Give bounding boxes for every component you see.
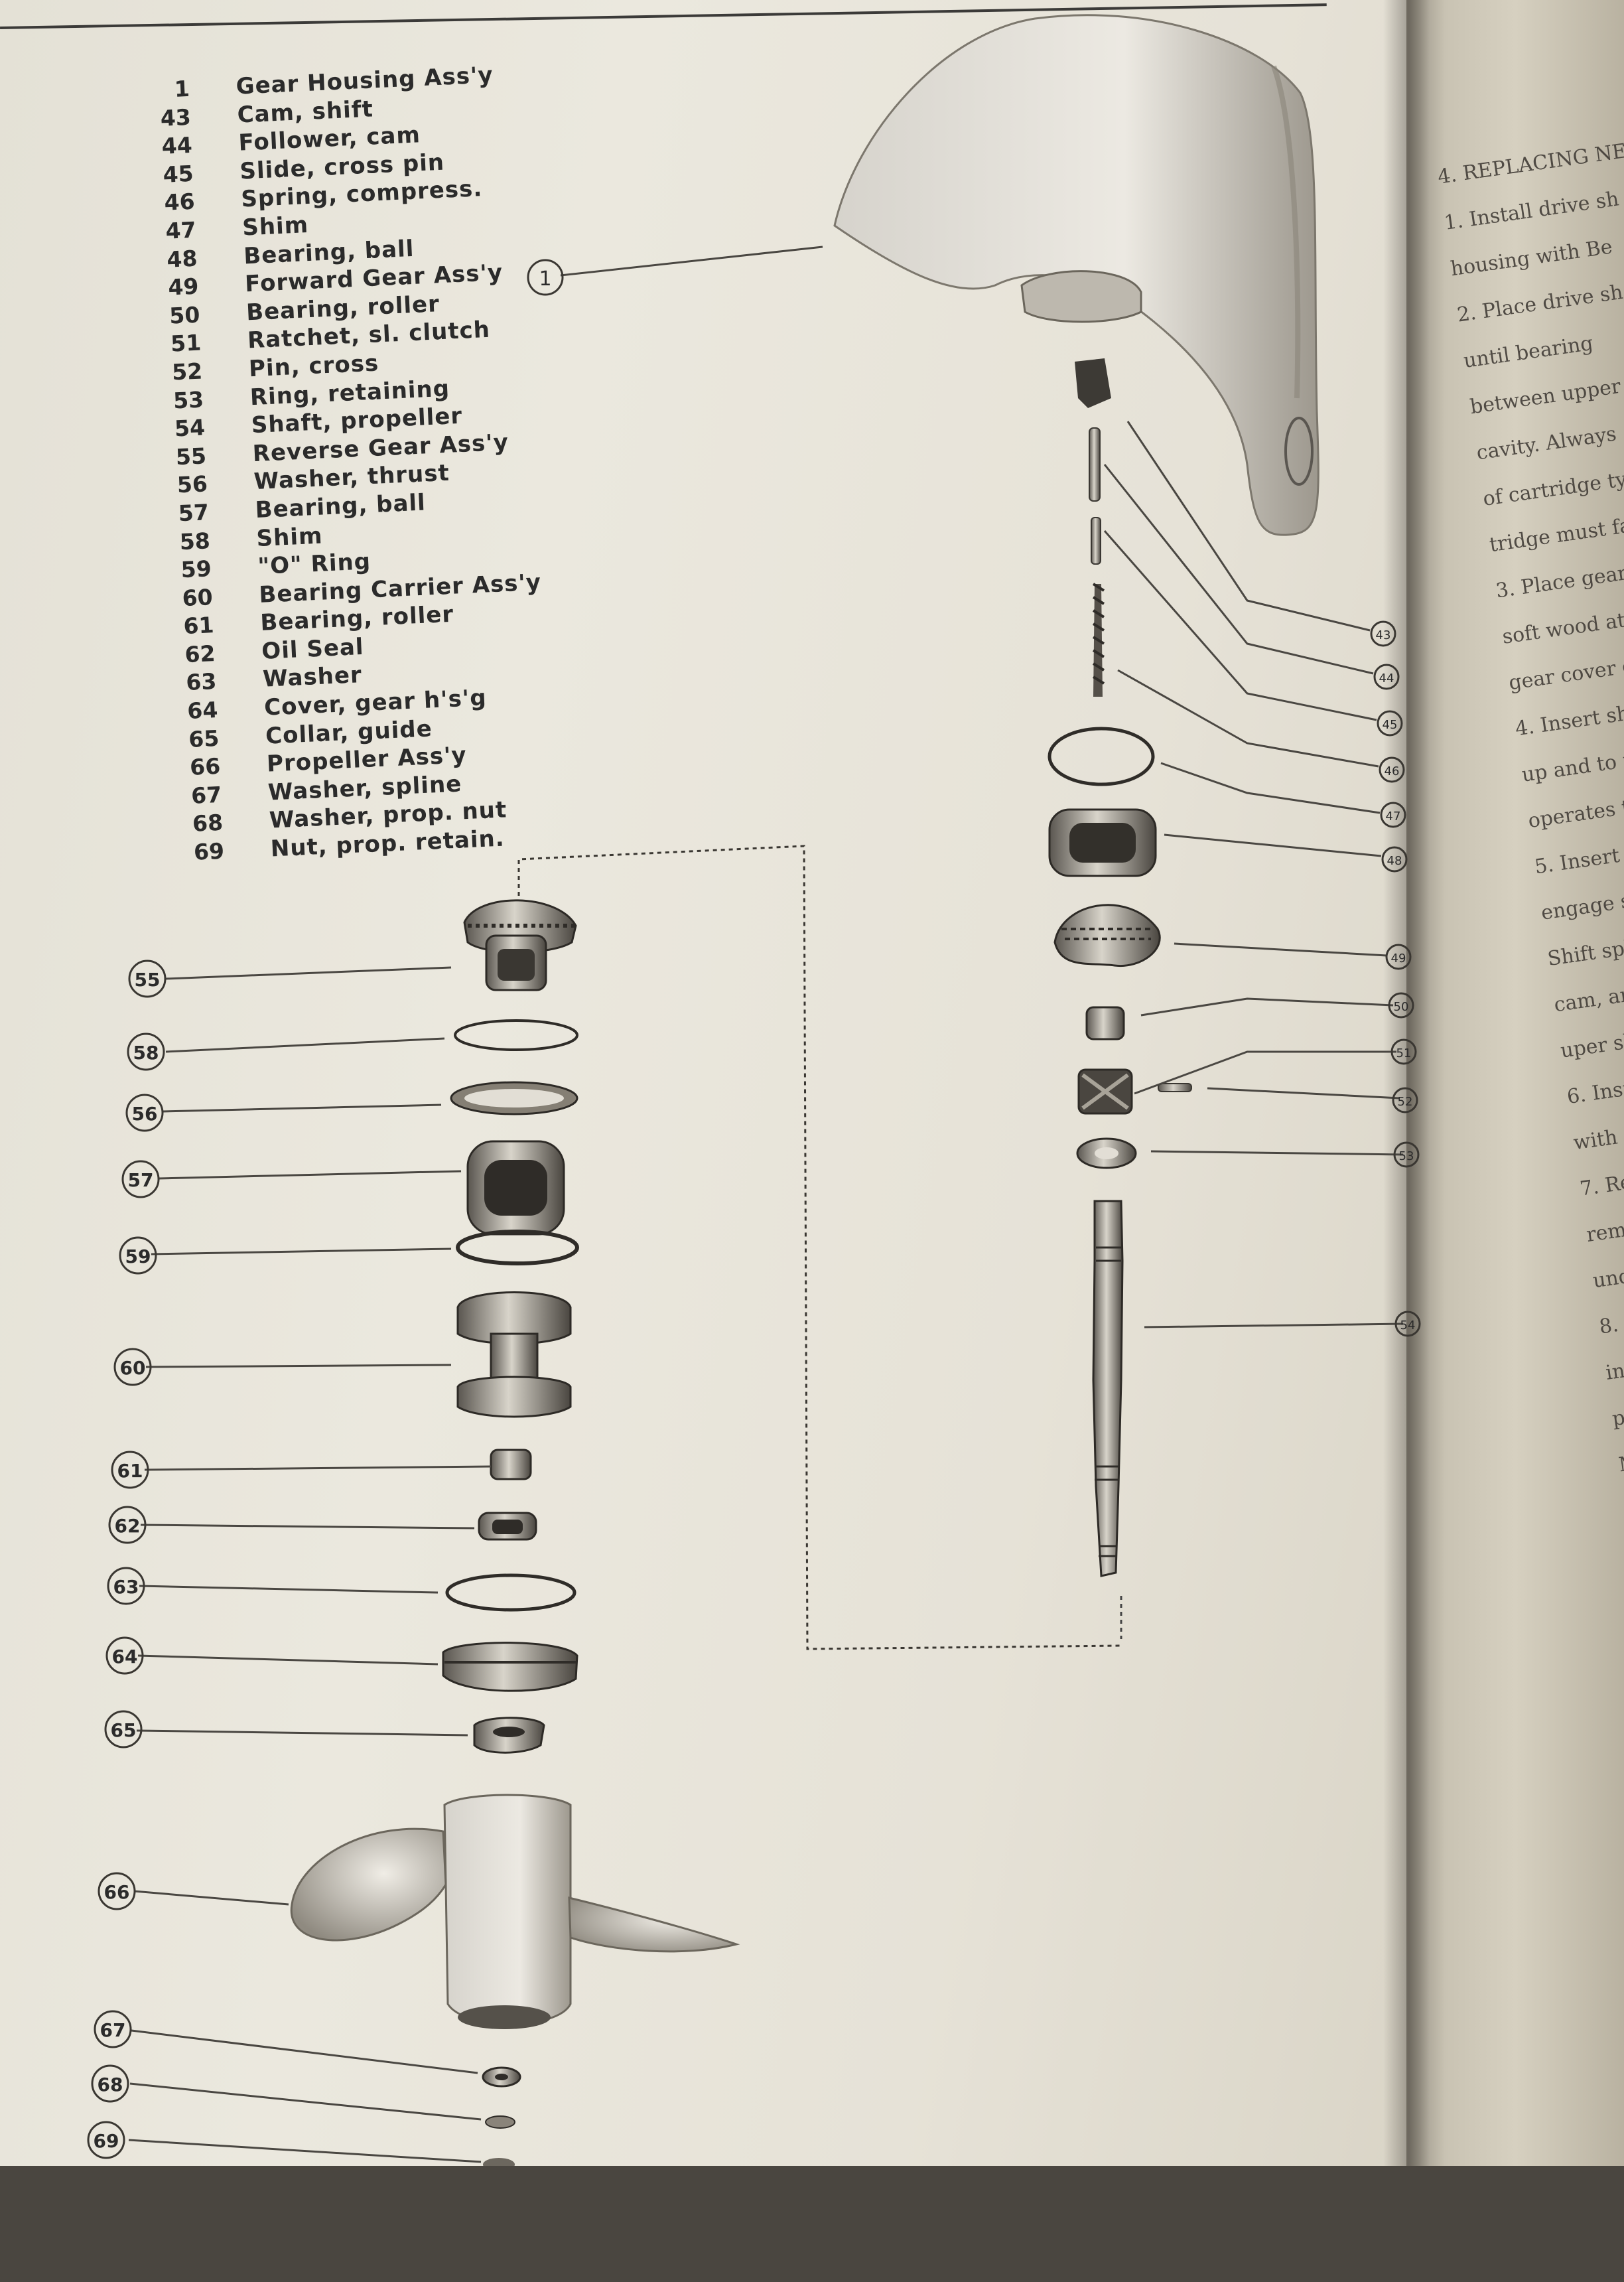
callout-61: 61: [112, 1452, 148, 1488]
assembly-path-bracket: [519, 846, 1121, 1649]
svg-text:44: 44: [1379, 672, 1394, 685]
svg-text:53: 53: [1399, 1149, 1414, 1163]
callout-69: 69: [88, 2122, 124, 2158]
svg-text:52: 52: [1398, 1095, 1413, 1109]
callout-46: 46: [1380, 758, 1404, 782]
gear-housing-part: [835, 15, 1318, 535]
prop-hardware: [483, 2068, 520, 2166]
svg-text:57: 57: [128, 1169, 154, 1191]
svg-text:55: 55: [135, 969, 161, 991]
svg-text:62: 62: [115, 1515, 141, 1537]
svg-text:61: 61: [117, 1460, 143, 1482]
callout-64: 64: [107, 1638, 143, 1674]
callout-43: 43: [1371, 622, 1395, 646]
callout-62: 62: [109, 1507, 145, 1543]
callout-65: 65: [105, 1711, 141, 1747]
svg-text:47: 47: [1386, 810, 1401, 823]
callout-58: 58: [128, 1034, 164, 1070]
svg-text:56: 56: [132, 1103, 158, 1125]
svg-text:68: 68: [98, 2074, 123, 2096]
callouts: 1 43 44 45 46 47 48 49 50 51 52 53 54 55…: [88, 260, 1420, 2158]
exploded-parts-diagram: 1 43 44 45 46 47 48 49 50 51 52 53 54 55…: [0, 0, 1624, 2166]
callout-68: 68: [92, 2066, 128, 2102]
callout-63: 63: [108, 1568, 144, 1604]
svg-text:67: 67: [100, 2019, 126, 2041]
svg-text:48: 48: [1387, 854, 1402, 868]
svg-text:69: 69: [94, 2130, 119, 2152]
callout-45: 45: [1378, 711, 1402, 735]
svg-text:59: 59: [125, 1246, 151, 1267]
callout-52: 52: [1393, 1088, 1417, 1112]
svg-text:58: 58: [133, 1042, 159, 1064]
svg-text:43: 43: [1376, 628, 1391, 642]
callout-60: 60: [115, 1349, 151, 1385]
svg-text:66: 66: [104, 1881, 130, 1903]
callout-55: 55: [129, 961, 165, 997]
propeller-part: [291, 1795, 736, 2029]
svg-text:60: 60: [120, 1357, 146, 1379]
svg-text:50: 50: [1394, 1000, 1409, 1014]
callout-57: 57: [123, 1161, 159, 1197]
svg-text:1: 1: [539, 267, 551, 291]
callout-48: 48: [1383, 847, 1406, 871]
callout-47: 47: [1381, 803, 1405, 827]
callout-59: 59: [120, 1238, 156, 1273]
callout-56: 56: [127, 1095, 163, 1131]
callout-49: 49: [1387, 945, 1410, 969]
svg-text:51: 51: [1396, 1046, 1412, 1060]
svg-text:49: 49: [1391, 952, 1406, 965]
left-parts-stack: [443, 900, 577, 1752]
callout-1: 1: [528, 260, 563, 295]
callout-66: 66: [99, 1873, 135, 1909]
svg-text:45: 45: [1383, 718, 1398, 732]
svg-text:54: 54: [1400, 1319, 1416, 1332]
svg-text:64: 64: [112, 1646, 138, 1668]
svg-text:63: 63: [113, 1576, 139, 1598]
callout-67: 67: [95, 2011, 131, 2047]
callout-44: 44: [1375, 665, 1398, 689]
svg-text:46: 46: [1385, 764, 1400, 778]
svg-text:65: 65: [111, 1719, 137, 1741]
